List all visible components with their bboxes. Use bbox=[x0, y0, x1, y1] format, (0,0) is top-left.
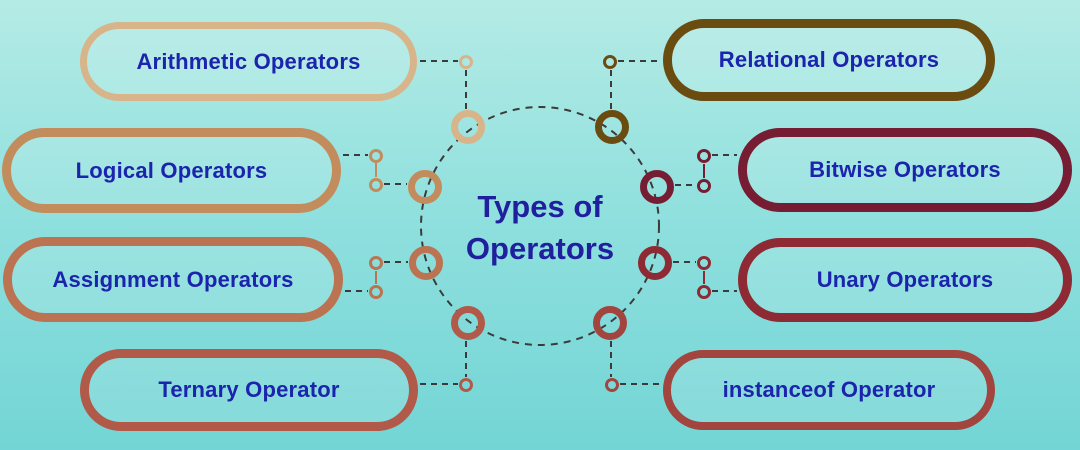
hub-node-unary bbox=[638, 246, 672, 280]
connector-line bbox=[343, 154, 368, 156]
connector-stub bbox=[703, 271, 705, 284]
connector-dot-bitwise-1 bbox=[697, 149, 711, 163]
connector-line bbox=[384, 261, 408, 263]
connector-line bbox=[420, 383, 458, 385]
hub-node-logical bbox=[408, 170, 442, 204]
pill-unary-label: Unary Operators bbox=[816, 267, 994, 292]
pill-assignment-label: Assignment Operators bbox=[52, 266, 294, 292]
connector-line bbox=[620, 383, 662, 385]
connector-dot-relational bbox=[603, 55, 617, 69]
pill-instanceof-operator: instanceof Operator bbox=[663, 350, 995, 430]
pill-unary-operators: Unary Operators bbox=[738, 238, 1072, 322]
connector-line bbox=[675, 184, 696, 186]
pill-arithmetic-operators: Arithmetic Operators bbox=[80, 22, 417, 101]
connector-line bbox=[610, 341, 612, 377]
pill-relational-operators: Relational Operators bbox=[663, 19, 995, 101]
pill-instanceof-label: instanceof Operator bbox=[722, 377, 936, 402]
pill-bitwise-operators: Bitwise Operators bbox=[738, 128, 1072, 212]
connector-dot-unary-2 bbox=[697, 285, 711, 299]
pill-bitwise-label: Bitwise Operators bbox=[809, 157, 1001, 182]
connector-line bbox=[384, 183, 407, 185]
diagram-title: Types of Operators bbox=[440, 183, 640, 273]
connector-dot-arithmetic bbox=[459, 55, 473, 69]
connector-line bbox=[420, 60, 458, 62]
connector-line bbox=[673, 261, 696, 263]
connector-stub bbox=[703, 164, 705, 178]
connector-dot-unary-1 bbox=[697, 256, 711, 270]
connector-line bbox=[345, 290, 368, 292]
connector-dot-bitwise-2 bbox=[697, 179, 711, 193]
connector-line bbox=[465, 341, 467, 377]
pill-arithmetic-label: Arithmetic Operators bbox=[136, 48, 361, 74]
connector-dot-logical-1 bbox=[369, 149, 383, 163]
pill-logical-label: Logical Operators bbox=[75, 157, 268, 183]
connector-line bbox=[610, 70, 612, 109]
hub-node-relational bbox=[595, 110, 629, 144]
connector-stub bbox=[375, 163, 377, 177]
hub-node-assignment bbox=[409, 246, 443, 280]
pill-assignment-operators: Assignment Operators bbox=[3, 237, 343, 322]
hub-node-arithmetic bbox=[451, 110, 485, 144]
connector-line bbox=[712, 154, 737, 156]
hub-node-bitwise bbox=[640, 170, 674, 204]
diagram-title-line1: Types of bbox=[477, 189, 603, 224]
connector-dot-assignment-1 bbox=[369, 256, 383, 270]
connector-dot-instanceof bbox=[605, 378, 619, 392]
hub-node-instanceof bbox=[593, 306, 627, 340]
connector-line bbox=[618, 60, 661, 62]
connector-dot-ternary bbox=[459, 378, 473, 392]
pill-ternary-label: Ternary Operator bbox=[158, 377, 340, 402]
hub-node-ternary bbox=[451, 306, 485, 340]
connector-stub bbox=[375, 271, 377, 284]
diagram-title-line2: Operators bbox=[465, 231, 615, 266]
connector-dot-logical-2 bbox=[369, 178, 383, 192]
pill-ternary-operator: Ternary Operator bbox=[80, 349, 418, 431]
connector-line bbox=[465, 70, 467, 109]
connector-line bbox=[712, 290, 737, 292]
pill-logical-operators: Logical Operators bbox=[2, 128, 341, 213]
connector-dot-assignment-2 bbox=[369, 285, 383, 299]
pill-relational-label: Relational Operators bbox=[718, 47, 940, 72]
